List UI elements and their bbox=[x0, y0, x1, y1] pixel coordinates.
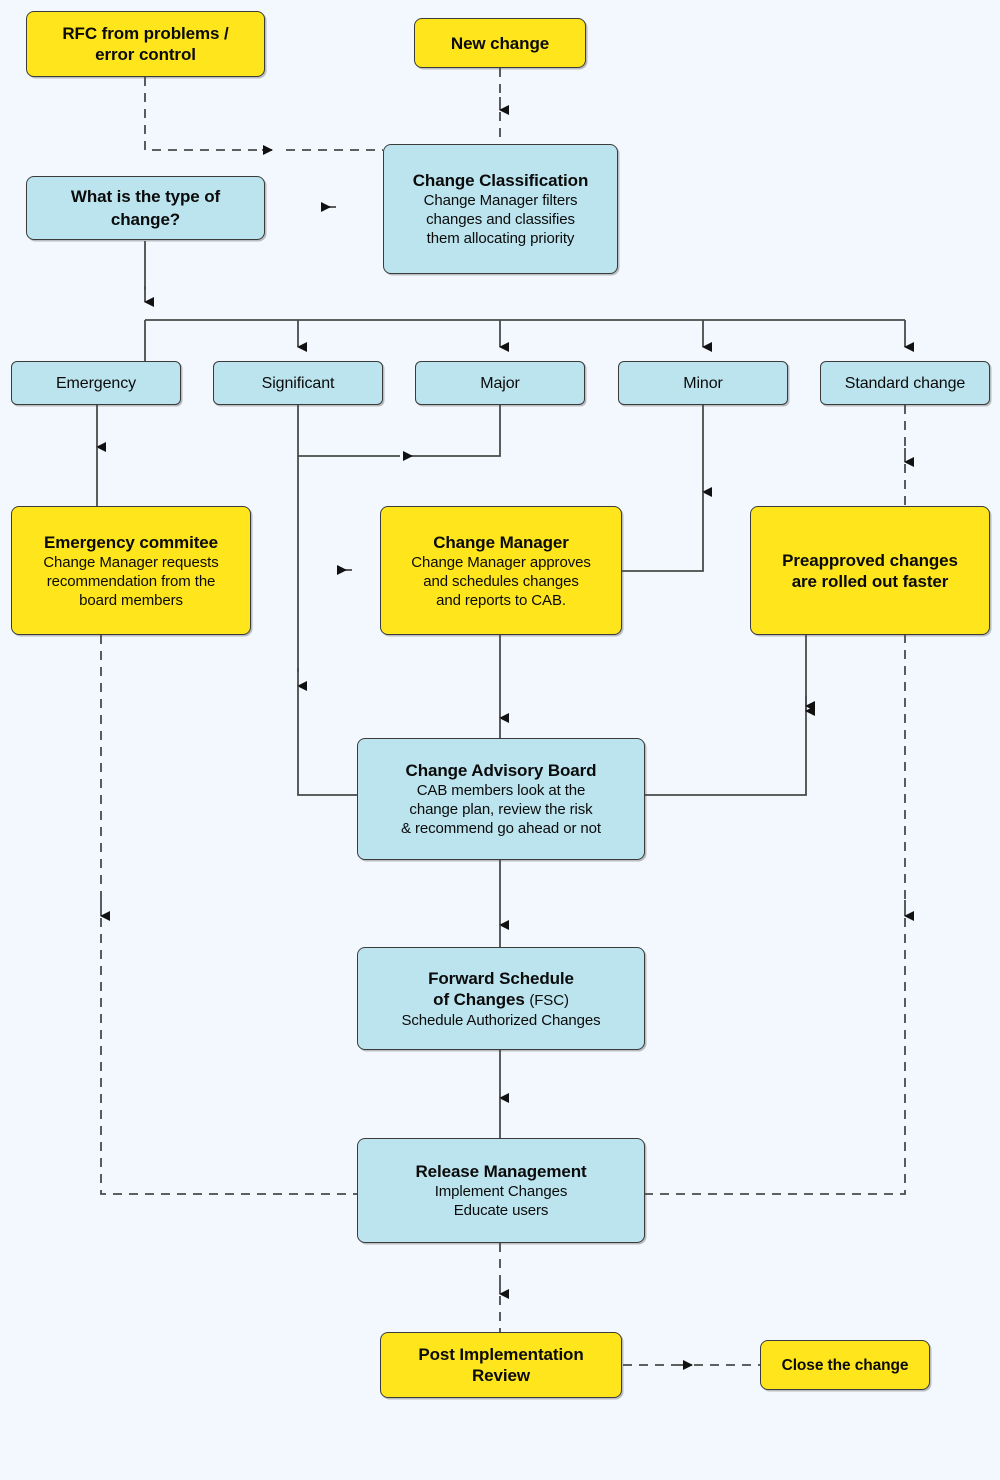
edge-major-down bbox=[418, 405, 501, 457]
node-change-advisory-board-title: Change Advisory Board bbox=[405, 761, 597, 780]
node-category-major[interactable]: Major bbox=[415, 361, 585, 405]
node-change-advisory-board-sub1: CAB members look at the bbox=[416, 782, 586, 799]
node-category-minor[interactable]: Minor bbox=[618, 361, 788, 405]
node-post-implementation-review-line2: Review bbox=[472, 1366, 530, 1385]
node-change-classification-sub1: Change Manager filters bbox=[423, 192, 578, 209]
node-post-implementation-review[interactable]: Post Implementation Review bbox=[380, 1332, 622, 1398]
node-type-question-line2: change? bbox=[110, 210, 181, 229]
node-emergency-committee-sub1: Change Manager requests bbox=[43, 553, 219, 571]
node-change-advisory-board-sub3: & recommend go ahead or not bbox=[401, 820, 601, 837]
node-release-management[interactable]: Release Management Implement Changes Edu… bbox=[357, 1138, 645, 1243]
node-emergency-committee[interactable]: Emergency commitee Change Manager reques… bbox=[11, 506, 251, 635]
node-fsc-title-line1: Forward Schedule bbox=[428, 968, 574, 988]
node-change-manager-title: Change Manager bbox=[433, 532, 569, 552]
node-category-standard-change[interactable]: Standard change bbox=[820, 361, 990, 405]
node-category-significant[interactable]: Significant bbox=[213, 361, 383, 405]
node-close-the-change-title: Close the change bbox=[781, 1356, 909, 1374]
node-change-classification-sub3: them allocating priority bbox=[426, 230, 575, 247]
node-preapproved-changes[interactable]: Preapproved changes are rolled out faste… bbox=[750, 506, 990, 635]
node-preapproved-changes-line1: Preapproved changes bbox=[782, 550, 958, 570]
node-rfc[interactable]: RFC from problems / error control bbox=[26, 11, 265, 77]
node-change-classification[interactable]: Change Classification Change Manager fil… bbox=[383, 144, 618, 274]
node-change-classification-sub2: changes and classifies bbox=[426, 211, 575, 228]
node-emergency-committee-sub2: recommendation from the bbox=[46, 572, 216, 590]
node-rfc-title-line2: error control bbox=[95, 45, 196, 64]
node-change-manager-sub1: Change Manager approves bbox=[411, 553, 591, 571]
node-change-manager-sub3: and reports to CAB. bbox=[436, 591, 566, 609]
node-preapproved-changes-line2: are rolled out faster bbox=[791, 571, 949, 591]
node-fsc-sub1: Schedule Authorized Changes bbox=[401, 1011, 601, 1029]
node-fsc-title-line2-suffix: (FSC) bbox=[529, 991, 569, 1009]
node-change-manager[interactable]: Change Manager Change Manager approves a… bbox=[380, 506, 622, 635]
node-emergency-committee-title: Emergency commitee bbox=[44, 532, 218, 552]
edge-rfc-to-classification bbox=[144, 77, 260, 151]
node-release-management-sub2: Educate users bbox=[453, 1202, 549, 1219]
node-type-question-line1: What is the type of bbox=[70, 187, 221, 206]
node-new-change[interactable]: New change bbox=[414, 18, 586, 68]
node-change-advisory-board-sub2: change plan, review the risk bbox=[409, 801, 593, 818]
edge-minor-to-manager bbox=[622, 492, 704, 572]
node-new-change-title: New change bbox=[450, 33, 550, 53]
node-forward-schedule-of-changes[interactable]: Forward Schedule of Changes (FSC) Schedu… bbox=[357, 947, 645, 1050]
node-category-significant-label: Significant bbox=[261, 374, 335, 392]
node-post-implementation-review-line1: Post Implementation bbox=[418, 1345, 584, 1364]
node-release-management-title: Release Management bbox=[415, 1162, 587, 1181]
node-change-classification-title: Change Classification bbox=[412, 171, 589, 190]
node-fsc-title-line2-main: of Changes bbox=[433, 989, 525, 1009]
edge-preapproved-to-release bbox=[644, 918, 906, 1195]
node-change-advisory-board[interactable]: Change Advisory Board CAB members look a… bbox=[357, 738, 645, 860]
edge-committee-to-release bbox=[100, 918, 357, 1195]
node-type-question[interactable]: What is the type of change? bbox=[26, 176, 265, 240]
edge-cab-right bbox=[644, 708, 807, 796]
node-release-management-sub1: Implement Changes bbox=[434, 1183, 568, 1200]
node-change-manager-sub2: and schedules changes bbox=[423, 572, 579, 590]
node-category-standard-change-label: Standard change bbox=[844, 374, 966, 392]
edge-significant-to-cab bbox=[297, 686, 357, 796]
node-emergency-committee-sub3: board members bbox=[79, 591, 183, 609]
node-close-the-change[interactable]: Close the change bbox=[760, 1340, 930, 1390]
node-rfc-title-line1: RFC from problems / bbox=[62, 24, 229, 43]
node-category-emergency[interactable]: Emergency bbox=[11, 361, 181, 405]
node-category-major-label: Major bbox=[480, 374, 520, 392]
node-category-minor-label: Minor bbox=[683, 374, 723, 392]
node-fsc-title-line2: of Changes (FSC) bbox=[433, 989, 569, 1011]
node-category-emergency-label: Emergency bbox=[55, 374, 137, 392]
